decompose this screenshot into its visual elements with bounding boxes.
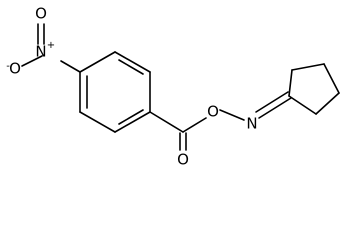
bond-ring-2 xyxy=(114,51,151,73)
cyclopentylidene xyxy=(255,63,340,119)
bond-c-o-ester xyxy=(182,117,207,133)
benzene-ring xyxy=(79,51,151,133)
structure-svg: O - N + O O O N xyxy=(6,5,340,169)
bond-cp-2 xyxy=(291,63,325,71)
atom-label-n-oxime: N xyxy=(246,115,257,133)
bond-ring-1 xyxy=(79,51,116,73)
bond-ring-carbonyl xyxy=(149,111,184,133)
bond-ring-4 xyxy=(114,111,151,133)
bond-ring-nitro xyxy=(60,60,81,73)
charge-minus: - xyxy=(6,61,10,72)
nitro-group xyxy=(21,23,81,73)
bond-cp-4 xyxy=(315,92,340,115)
bond-n-c-a xyxy=(258,97,292,119)
molecule-diagram: O - N + O O O N xyxy=(6,5,340,169)
charge-plus: + xyxy=(47,40,55,51)
atom-label-o-ester: O xyxy=(207,103,219,121)
bond-cp-3 xyxy=(323,63,340,94)
bond-cp-5 xyxy=(288,95,317,115)
ester-group xyxy=(149,109,245,151)
atom-label-o-nitro-top: O xyxy=(35,5,47,23)
atom-label-n-nitro: N xyxy=(35,43,46,61)
atom-o-minus: O - xyxy=(6,60,21,78)
atom-label-o-minus: O xyxy=(9,60,21,78)
bond-ring-5 xyxy=(79,111,116,133)
bond-ring-double-1 xyxy=(118,59,144,75)
atom-n-nitro: N + xyxy=(35,40,55,61)
bond-ring-double-2 xyxy=(118,109,144,125)
bond-cp-1 xyxy=(288,69,293,97)
bond-n-c-b xyxy=(255,91,289,113)
bond-o-n xyxy=(219,109,245,121)
bond-n-o-minus xyxy=(21,55,43,67)
atom-label-o-carbonyl: O xyxy=(177,151,189,169)
